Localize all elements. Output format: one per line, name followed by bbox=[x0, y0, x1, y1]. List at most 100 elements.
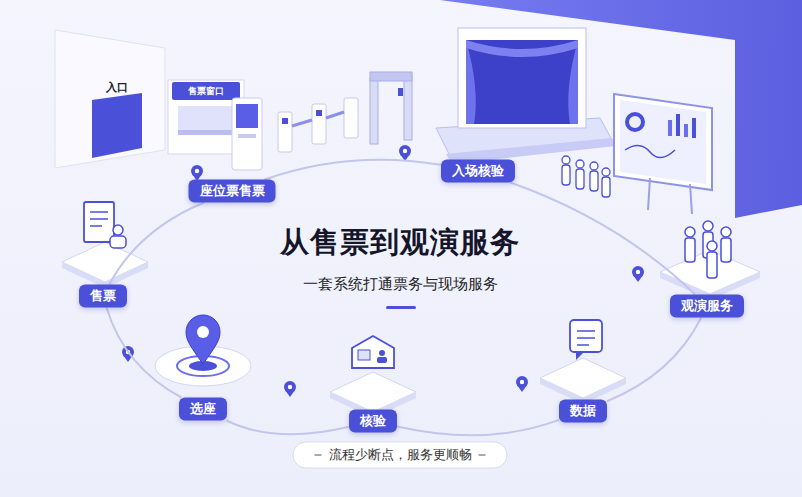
bar bbox=[668, 120, 672, 136]
caption-pill: 流程少断点，服务更顺畅 bbox=[293, 442, 508, 469]
booth-sign bbox=[172, 82, 240, 100]
person-head bbox=[721, 227, 731, 237]
flow-ring-connector bbox=[227, 421, 349, 435]
platform-top bbox=[660, 250, 760, 294]
person-icon bbox=[113, 225, 123, 235]
doc-line bbox=[90, 225, 102, 227]
pin-tip bbox=[517, 385, 527, 392]
process-tag: 数据 bbox=[559, 400, 607, 423]
valance bbox=[466, 40, 578, 57]
process-tag: 观演服务 bbox=[670, 295, 744, 318]
person-body bbox=[721, 238, 731, 262]
flow-ring-connector bbox=[510, 183, 695, 295]
turnstile-arm bbox=[326, 112, 344, 118]
theatre-stage bbox=[436, 28, 616, 164]
person-body bbox=[576, 169, 584, 189]
process-tag: 座位票售票 bbox=[189, 180, 276, 203]
id-card-icon bbox=[352, 336, 394, 368]
pin-marker bbox=[399, 145, 411, 161]
dashboard-panel bbox=[620, 100, 706, 184]
platform-seat bbox=[155, 315, 251, 386]
id-head bbox=[379, 350, 385, 356]
dashboard-stand bbox=[648, 178, 650, 210]
turnstile bbox=[312, 104, 326, 144]
process-tag: 选座 bbox=[179, 398, 227, 421]
person-head bbox=[602, 168, 610, 176]
left-wall bbox=[55, 30, 165, 168]
kiosk-screen bbox=[236, 104, 258, 128]
platform-verify bbox=[330, 336, 416, 418]
curtain bbox=[568, 40, 578, 124]
doc-line bbox=[90, 218, 108, 220]
kiosk-slot bbox=[238, 134, 256, 138]
pin-marker bbox=[122, 346, 134, 362]
people-icon bbox=[685, 221, 731, 278]
tag-text: 售票 bbox=[90, 288, 116, 305]
booth-counter bbox=[178, 130, 234, 135]
tag-text: 观演服务 bbox=[681, 298, 733, 315]
platform-data bbox=[540, 320, 626, 404]
person-head bbox=[707, 241, 717, 251]
person-body bbox=[685, 238, 695, 262]
tag-text: 选座 bbox=[190, 401, 216, 418]
booth-window bbox=[178, 106, 234, 130]
platform-service bbox=[660, 221, 760, 300]
person-body bbox=[602, 177, 610, 197]
title-underline bbox=[386, 306, 416, 309]
door-sign: 入口 bbox=[106, 80, 128, 95]
chat-tail bbox=[576, 352, 584, 360]
pin-tip bbox=[633, 275, 643, 282]
person-body bbox=[707, 252, 717, 278]
donut-chart bbox=[627, 114, 643, 130]
turnstile-arm bbox=[292, 120, 312, 126]
window-sign: 售票窗口 bbox=[188, 85, 224, 98]
ring-markers bbox=[122, 145, 644, 397]
flow-ring-connector bbox=[265, 160, 441, 180]
subtitle: 一套系统打通票务与现场服务 bbox=[303, 275, 498, 294]
pin-dot bbox=[288, 385, 292, 389]
curtain bbox=[466, 40, 476, 124]
bar bbox=[692, 118, 696, 138]
chat-line bbox=[577, 330, 595, 332]
flow-ring-connector bbox=[109, 203, 204, 285]
turnstile-light bbox=[316, 110, 322, 116]
security-gate bbox=[370, 72, 412, 144]
pin-dot bbox=[195, 169, 199, 173]
ticket-kiosk bbox=[232, 98, 262, 170]
doc-line bbox=[90, 211, 108, 213]
platform-sell bbox=[62, 202, 148, 288]
pin-tip bbox=[285, 390, 295, 397]
audience-figures bbox=[562, 156, 610, 197]
pin-dot bbox=[403, 149, 407, 153]
data-dashboard bbox=[614, 94, 712, 214]
dashboard-screen bbox=[614, 94, 712, 190]
line-chart bbox=[625, 145, 675, 157]
tag-text: 入场核验 bbox=[452, 163, 504, 180]
tag-text: 数据 bbox=[570, 403, 596, 420]
chat-icon bbox=[570, 320, 602, 352]
caption-text: 流程少断点，服务更顺畅 bbox=[329, 447, 472, 464]
caption-dash bbox=[315, 455, 322, 456]
tag-text: 核验 bbox=[360, 413, 386, 430]
gate-post bbox=[370, 78, 378, 144]
entrance-door bbox=[92, 93, 142, 158]
turnstile bbox=[344, 98, 358, 138]
bar bbox=[676, 114, 680, 136]
back-wall bbox=[440, 0, 802, 218]
pin-dot bbox=[636, 270, 640, 274]
pin-dot bbox=[520, 380, 524, 384]
gate-top bbox=[370, 72, 412, 81]
chat-line bbox=[577, 344, 589, 346]
gate-post bbox=[404, 74, 412, 140]
platform-top bbox=[540, 358, 626, 398]
location-pin-icon bbox=[186, 315, 220, 364]
process-tag: 入场核验 bbox=[441, 160, 515, 183]
diagram-title: 从售票到观演服务 bbox=[280, 223, 520, 263]
tag-text: 座位票售票 bbox=[200, 183, 265, 200]
platform-top bbox=[330, 372, 416, 412]
flow-ring-connector bbox=[397, 420, 559, 435]
id-photo bbox=[358, 350, 370, 360]
person-head bbox=[590, 162, 598, 170]
